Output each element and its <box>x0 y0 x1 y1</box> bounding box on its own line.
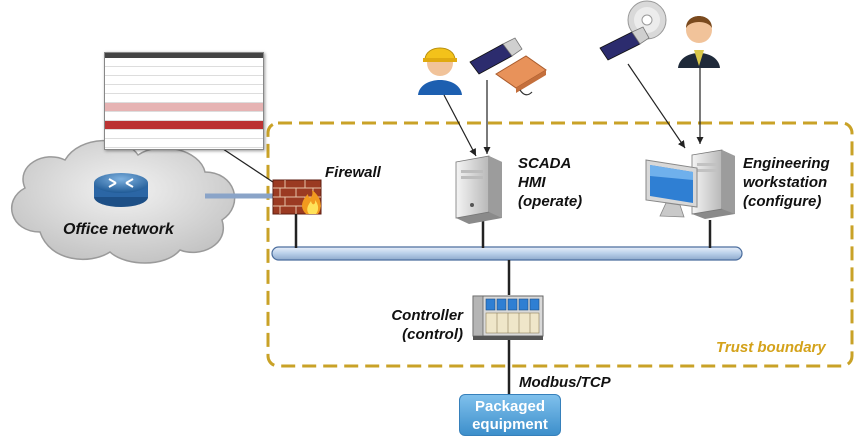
office-network-label: Office network <box>63 221 174 238</box>
usb-drive-icon-2 <box>599 26 650 61</box>
engineering-label: Engineering workstation (configure) <box>743 154 830 211</box>
manager-icon <box>678 16 720 68</box>
eng-line-3: (configure) <box>743 193 822 210</box>
firewall-rules-icon <box>104 52 264 150</box>
firewall-label: Firewall <box>325 164 381 181</box>
scada-line-3: (operate) <box>518 193 583 210</box>
server-icon <box>455 155 502 224</box>
workstation-icon <box>645 149 735 219</box>
firewall-icon <box>272 179 322 215</box>
controller-line-2: (control) <box>402 326 463 343</box>
trust-boundary <box>266 121 854 368</box>
external-disk-icon <box>495 55 547 96</box>
scada-line-1: SCADA <box>518 155 572 172</box>
plc-icon <box>472 295 544 340</box>
packaged-line-1: Packaged <box>474 398 546 415</box>
eng-line-2: workstation <box>743 174 828 191</box>
engineer-icon <box>418 47 462 95</box>
scada-label: SCADA HMI (operate) <box>518 154 582 211</box>
controller-line-1: Controller <box>391 307 463 324</box>
packaged-line-2: equipment <box>472 416 548 433</box>
router-icon <box>94 173 148 207</box>
eng-line-1: Engineering <box>743 155 830 172</box>
scada-line-2: HMI <box>518 174 546 191</box>
protocol-label: Modbus/TCP <box>519 374 611 391</box>
controller-label: Controller (control) <box>377 306 463 344</box>
network-bus <box>271 246 743 261</box>
trust-boundary-label: Trust boundary <box>716 339 826 356</box>
usb-drive-icon <box>469 37 523 75</box>
packaged-equipment-box: Packaged equipment <box>459 394 561 436</box>
